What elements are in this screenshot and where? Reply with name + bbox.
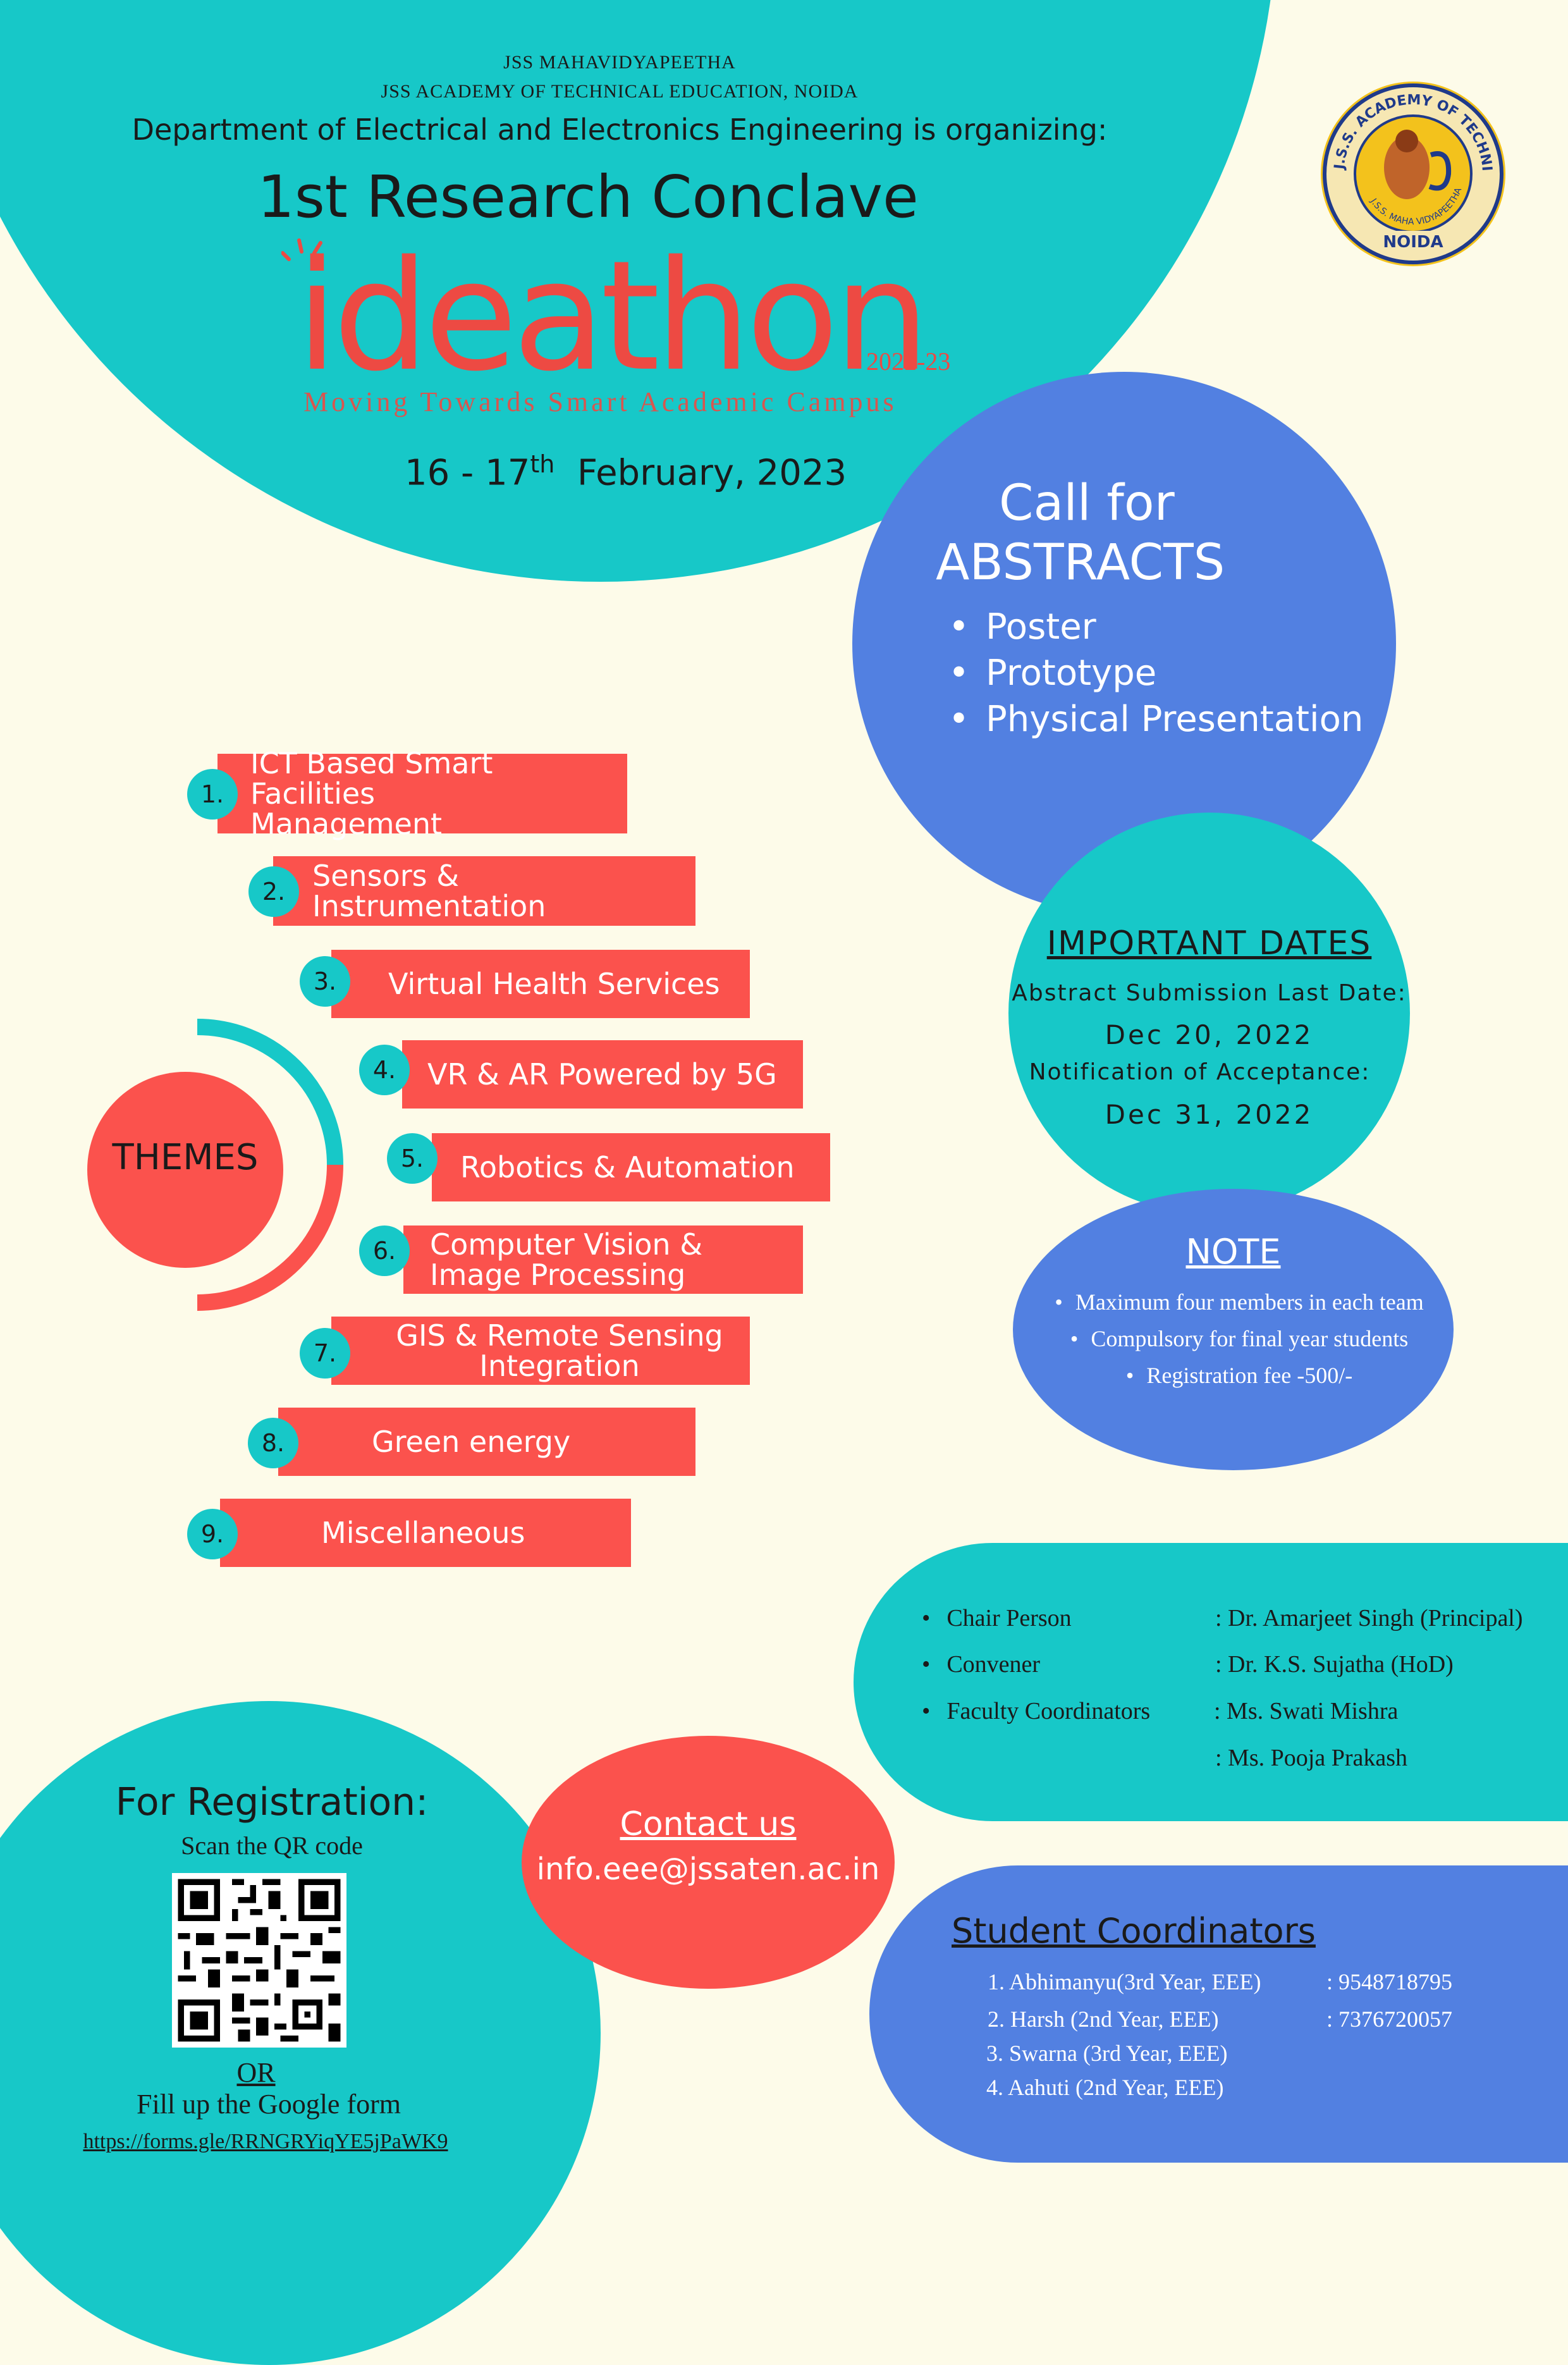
theme-label: Robotics & Automation xyxy=(460,1150,795,1184)
ideathon-logo-text: ideathon xyxy=(296,228,930,405)
registration-qr-code[interactable] xyxy=(172,1873,346,2048)
cfa-line2: ABSTRACTS xyxy=(936,534,1225,591)
theme-bar-9: Miscellaneous xyxy=(220,1499,631,1567)
abstract-type-item: Poster xyxy=(948,604,1363,650)
organizers-panel xyxy=(854,1543,1568,1821)
theme-label: Virtual Health Services xyxy=(388,966,720,1001)
theme-bar-4: VR & AR Powered by 5G xyxy=(402,1040,803,1109)
date-days: 16 - 17 xyxy=(405,452,530,494)
chair-person-value: : Dr. Amarjeet Singh (Principal) xyxy=(1215,1605,1523,1631)
student-coordinators-panel xyxy=(869,1865,1568,2163)
tagline: Moving Towards Smart Academic Campus xyxy=(303,386,897,417)
abstract-type-item: Prototype xyxy=(948,650,1363,696)
theme-number-9: 9. xyxy=(187,1509,238,1559)
spark-icon xyxy=(281,238,322,261)
note-item: Compulsory for final year students xyxy=(1050,1320,1429,1357)
theme-number-4: 4. xyxy=(359,1045,410,1095)
theme-bar-6: Computer Vision & Image Processing xyxy=(403,1226,803,1294)
student-phone: : 7376720057 xyxy=(1326,2006,1453,2032)
registration-form-link[interactable]: https://forms.gle/RRNGRYiqYE5jPaWK9 xyxy=(83,2130,448,2153)
student-name: 1. Abhimanyu(3rd Year, EEE) xyxy=(988,1969,1261,1994)
themes-label: THEMES xyxy=(112,1137,259,1178)
or-divider: OR xyxy=(236,2057,276,2088)
date-month: February, 2023 xyxy=(577,452,847,494)
theme-number-5: 5. xyxy=(387,1133,438,1184)
registration-title: For Registration: xyxy=(115,1780,429,1824)
event-date: 16 - 17th February, 2023 xyxy=(405,450,847,494)
theme-label: ICT Based Smart Facilities Management xyxy=(250,746,493,842)
convener-value: : Dr. K.S. Sujatha (HoD) xyxy=(1215,1651,1454,1678)
google-form-instruction: Fill up the Google form xyxy=(137,2089,401,2120)
student-name: 4. Aahuti (2nd Year, EEE) xyxy=(986,2075,1224,2100)
note-list: Maximum four members in each team Compul… xyxy=(1050,1284,1429,1394)
theme-bar-8: Green energy xyxy=(278,1408,695,1476)
org-name: JSS MAHAVIDYAPEETHA xyxy=(503,52,736,73)
call-for-abstracts-title: Call for ABSTRACTS xyxy=(936,474,1225,593)
institute-name: JSS ACADEMY OF TECHNICAL EDUCATION, NOID… xyxy=(381,81,859,102)
themes-arc-decoration xyxy=(197,1019,343,1311)
theme-number-2: 2. xyxy=(248,866,299,917)
theme-label: GIS & Remote Sensing Integration xyxy=(396,1318,723,1383)
abstract-deadline-label: Abstract Submission Last Date: xyxy=(1012,980,1407,1006)
theme-number-8: 8. xyxy=(248,1418,298,1468)
important-dates-title: IMPORTANT DATES xyxy=(1046,924,1372,962)
theme-bar-5: Robotics & Automation xyxy=(432,1133,830,1201)
scan-qr-instruction: Scan the QR code xyxy=(181,1831,363,1860)
theme-label: Miscellaneous xyxy=(321,1515,525,1550)
theme-label: Sensors & Instrumentation xyxy=(312,858,546,923)
note-item: Registration fee -500/- xyxy=(1050,1357,1429,1394)
contact-circle xyxy=(522,1736,895,1989)
event-year: 2022-23 xyxy=(866,347,951,376)
faculty-coordinator-2: : Ms. Pooja Prakash xyxy=(1215,1745,1407,1771)
department-line: Department of Electrical and Electronics… xyxy=(132,113,1108,147)
contact-email[interactable]: info.eee@jssaten.ac.in xyxy=(536,1852,880,1887)
note-item: Maximum four members in each team xyxy=(1050,1284,1429,1320)
theme-label: Computer Vision & Image Processing xyxy=(430,1227,703,1292)
cfa-line1: Call for xyxy=(999,475,1175,532)
theme-number-3: 3. xyxy=(300,956,350,1007)
theme-bar-2: Sensors & Instrumentation xyxy=(273,856,695,926)
student-coordinators-title: Student Coordinators xyxy=(952,1911,1316,1951)
date-suffix: th xyxy=(530,450,555,478)
theme-number-1: 1. xyxy=(187,769,238,820)
theme-bar-1: ICT Based Smart Facilities Management xyxy=(217,747,627,839)
notification-label: Notification of Acceptance: xyxy=(1029,1059,1371,1085)
convener-label: Convener xyxy=(922,1650,1040,1678)
faculty-coordinator-1: : Ms. Swati Mishra xyxy=(1214,1698,1399,1724)
note-title: NOTE xyxy=(1185,1232,1281,1272)
chair-person-label: Chair Person xyxy=(922,1604,1071,1632)
themes-circle xyxy=(87,1072,283,1268)
theme-bar-7: GIS & Remote Sensing Integration xyxy=(331,1317,750,1385)
theme-number-6: 6. xyxy=(359,1226,410,1276)
abstract-types-list: Poster Prototype Physical Presentation xyxy=(948,604,1363,742)
faculty-coordinators-label: Faculty Coordinators xyxy=(922,1697,1150,1725)
student-name: 2. Harsh (2nd Year, EEE) xyxy=(988,2006,1219,2032)
student-name: 3. Swarna (3rd Year, EEE) xyxy=(986,2041,1228,2066)
notification-date: Dec 31, 2022 xyxy=(1105,1099,1314,1130)
abstract-deadline-date: Dec 20, 2022 xyxy=(1105,1019,1314,1050)
abstract-type-item: Physical Presentation xyxy=(948,696,1363,742)
theme-label: VR & AR Powered by 5G xyxy=(427,1057,777,1091)
theme-bar-3: Virtual Health Services xyxy=(331,950,750,1018)
important-dates-circle xyxy=(1008,813,1410,1214)
student-phone: : 9548718795 xyxy=(1326,1969,1453,1994)
theme-number-7: 7. xyxy=(300,1328,350,1379)
theme-label: Green energy xyxy=(372,1424,571,1459)
event-title: 1st Research Conclave xyxy=(257,163,919,231)
institute-seal-logo: J.S.S. ACADEMY OF TECHNICAL EDUCATION J.… xyxy=(1318,79,1505,266)
contact-title: Contact us xyxy=(620,1805,797,1843)
seal-bottom-text: NOIDA xyxy=(1383,233,1443,252)
